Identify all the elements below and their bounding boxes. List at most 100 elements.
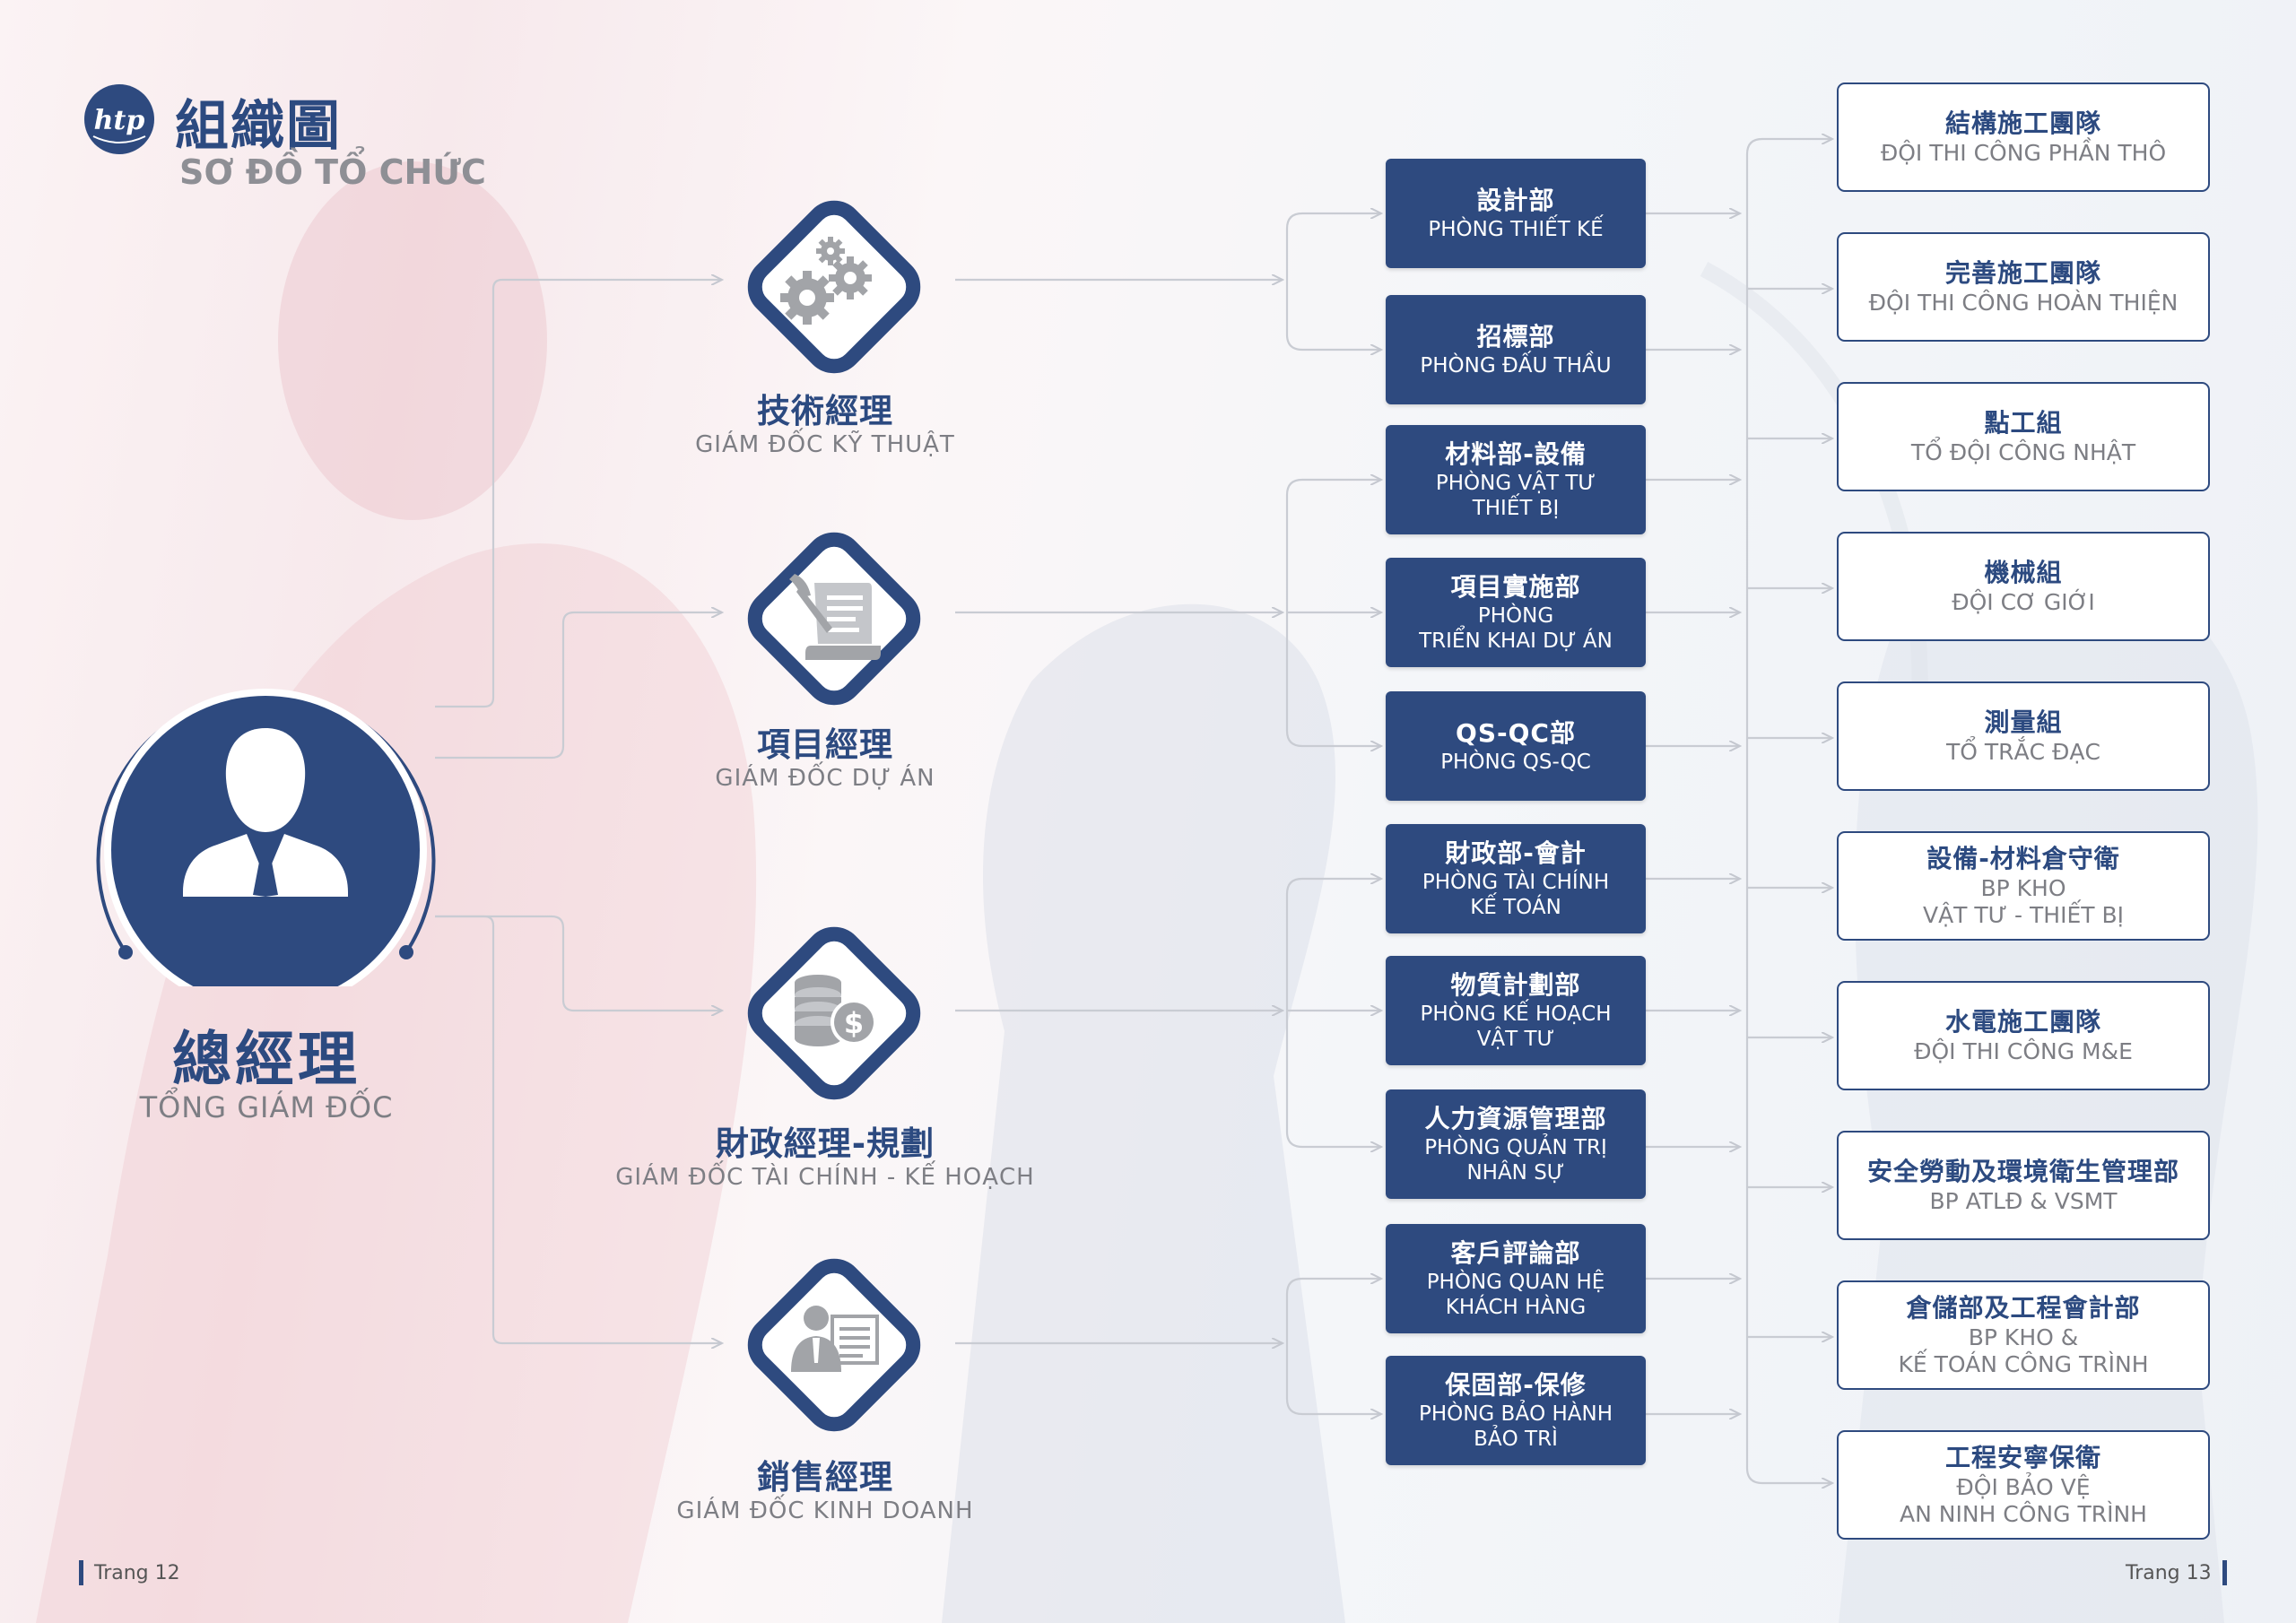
page-marker-bar xyxy=(79,1560,83,1585)
businessman-card-icon xyxy=(791,1306,879,1372)
gears-icon xyxy=(780,237,872,325)
dept-name-zh: 項目實施部 xyxy=(1450,572,1581,602)
director-name-vn: GIÁM ĐỐC KINH DOANH xyxy=(676,1497,974,1524)
dept-name-zh: QS-QC部 xyxy=(1456,718,1576,748)
director-diamond-sales xyxy=(718,1228,951,1462)
team-name-vn: ĐỘI BẢO VỆ xyxy=(1956,1474,2091,1500)
team-name-vn: BP KHO & xyxy=(1968,1324,2079,1350)
htp-logo: htp xyxy=(83,82,156,156)
team-name-vn: ĐỘI CƠ GIỚI xyxy=(1952,589,2095,615)
dept-name-vn-line2: NHÂN SỰ xyxy=(1466,1161,1565,1185)
coins-dollar-icon: $ xyxy=(795,975,877,1046)
dept-box: QS-QC部 PHÒNG QS-QC xyxy=(1386,691,1646,801)
team-name-vn: ĐỘI THI CÔNG HOÀN THIỆN xyxy=(1868,290,2179,316)
team-box: 完善施工團隊 ĐỘI THI CÔNG HOÀN THIỆN xyxy=(1837,232,2210,342)
team-name-vn-line2: AN NINH CÔNG TRÌNH xyxy=(1900,1501,2147,1527)
director-name-vn: GIÁM ĐỐC DỰ ÁN xyxy=(715,765,935,792)
dept-name-vn-line2: TRIỂN KHAI DỰ ÁN xyxy=(1419,629,1613,653)
team-box: 工程安寧保衛 ĐỘI BẢO VỆ AN NINH CÔNG TRÌNH xyxy=(1837,1430,2210,1540)
dept-box: 材料部-設備 PHÒNG VẬT TƯ THIẾT BỊ xyxy=(1386,425,1646,534)
dept-name-vn: PHÒNG xyxy=(1477,604,1554,628)
page-title-zh: 組織圖 xyxy=(175,95,342,158)
page-title-vn: SƠ ĐỒ TỔ CHỨC xyxy=(179,152,486,192)
dept-name-vn-line2: VẬT TƯ xyxy=(1476,1028,1555,1051)
dept-name-zh: 客戶評論部 xyxy=(1450,1238,1581,1268)
dept-box: 項目實施部 PHÒNG TRIỂN KHAI DỰ ÁN xyxy=(1386,558,1646,667)
team-box: 結構施工團隊 ĐỘI THI CÔNG PHẦN THÔ xyxy=(1837,82,2210,192)
director-name-vn: GIÁM ĐỐC KỸ THUẬT xyxy=(695,431,955,458)
ceo-name-vn: TỔNG GIÁM ĐỐC xyxy=(139,1090,394,1124)
page-number-right-text: Trang 13 xyxy=(2126,1561,2212,1584)
dept-name-vn: PHÒNG ĐẤU THẦU xyxy=(1420,354,1612,378)
dept-name-vn-line2: KHÁCH HÀNG xyxy=(1445,1296,1587,1319)
person-icon xyxy=(183,728,348,897)
dept-name-vn: PHÒNG BẢO HÀNH xyxy=(1418,1402,1613,1426)
team-name-zh: 機械組 xyxy=(1984,558,2063,587)
director-name-vn: GIÁM ĐỐC TÀI CHÍNH - KẾ HOẠCH xyxy=(615,1164,1035,1191)
dept-name-zh: 設計部 xyxy=(1476,186,1555,215)
director-name-zh: 財政經理-規劃 xyxy=(715,1124,935,1163)
dept-box: 客戶評論部 PHÒNG QUAN HỆ KHÁCH HÀNG xyxy=(1386,1224,1646,1333)
dept-box: 人力資源管理部 PHÒNG QUẢN TRỊ NHÂN SỰ xyxy=(1386,1089,1646,1199)
team-name-zh: 設備-材料倉守衛 xyxy=(1926,844,2120,873)
team-name-vn: TỔ ĐỘI CÔNG NHẬT xyxy=(1910,439,2136,465)
page-number-left-text: Trang 12 xyxy=(94,1561,180,1584)
team-name-vn-line2: KẾ TOÁN CÔNG TRÌNH xyxy=(1898,1351,2149,1377)
director-name-zh: 銷售經理 xyxy=(757,1458,893,1497)
dept-name-vn: PHÒNG VẬT TƯ xyxy=(1435,472,1596,495)
team-name-zh: 完善施工團隊 xyxy=(1944,258,2101,288)
document-quill-icon xyxy=(789,574,881,660)
dept-name-zh: 保固部-保修 xyxy=(1445,1370,1587,1400)
page-marker-bar xyxy=(2222,1560,2227,1585)
ceo-node xyxy=(63,610,466,1011)
team-name-zh: 倉儲部及工程會計部 xyxy=(1906,1293,2141,1323)
dept-box: 物質計劃部 PHÒNG KẾ HOẠCH VẬT TƯ xyxy=(1386,956,1646,1065)
dept-name-zh: 招標部 xyxy=(1476,322,1555,352)
dept-name-vn: PHÒNG KẾ HOẠCH xyxy=(1420,1002,1612,1026)
director-diamond-finance: $ xyxy=(718,897,951,1130)
ceo-name-zh: 總經理 xyxy=(172,1025,361,1094)
dept-name-vn: PHÒNG TÀI CHÍNH xyxy=(1422,871,1610,894)
dept-name-vn: PHÒNG QUẢN TRỊ xyxy=(1424,1136,1607,1159)
director-name-zh: 項目經理 xyxy=(757,725,893,764)
team-name-zh: 安全勞動及環境衛生管理部 xyxy=(1866,1157,2179,1186)
dept-name-vn-line2: BẢO TRÌ xyxy=(1474,1428,1558,1451)
page-number-right: Trang 13 xyxy=(2126,1560,2227,1585)
director-diamond-technical xyxy=(718,170,951,404)
team-name-zh: 水電施工團隊 xyxy=(1944,1007,2101,1037)
dept-box: 財政部-會計 PHÒNG TÀI CHÍNH KẾ TOÁN xyxy=(1386,824,1646,933)
team-box: 水電施工團隊 ĐỘI THI CÔNG M&E xyxy=(1837,981,2210,1090)
team-name-zh: 工程安寧保衛 xyxy=(1944,1443,2101,1472)
team-box: 點工組 TỔ ĐỘI CÔNG NHẬT xyxy=(1837,382,2210,491)
team-box: 安全勞動及環境衛生管理部 BP ATLĐ & VSMT xyxy=(1837,1131,2210,1240)
dept-name-vn-line2: THIẾT BỊ xyxy=(1472,497,1560,520)
dept-name-vn-line2: KẾ TOÁN xyxy=(1470,896,1561,919)
dept-name-vn: PHÒNG QUAN HỆ xyxy=(1426,1271,1605,1294)
team-box: 機械組 ĐỘI CƠ GIỚI xyxy=(1837,532,2210,641)
team-name-zh: 測量組 xyxy=(1984,707,2063,737)
team-name-vn: BP ATLĐ & VSMT xyxy=(1929,1188,2118,1214)
team-name-zh: 點工組 xyxy=(1984,408,2063,438)
team-box: 測量組 TỔ TRẮC ĐẠC xyxy=(1837,681,2210,791)
logo-text: htp xyxy=(94,105,145,136)
dept-box: 招標部 PHÒNG ĐẤU THẦU xyxy=(1386,295,1646,404)
director-name-zh: 技術經理 xyxy=(757,392,893,430)
dept-name-vn: PHÒNG QS-QC xyxy=(1440,751,1591,774)
team-name-zh: 結構施工團隊 xyxy=(1944,108,2101,138)
team-box: 倉儲部及工程會計部 BP KHO & KẾ TOÁN CÔNG TRÌNH xyxy=(1837,1280,2210,1390)
director-diamond-project xyxy=(718,502,951,735)
team-name-vn: ĐỘI THI CÔNG PHẦN THÔ xyxy=(1880,140,2167,166)
team-box: 設備-材料倉守衛 BP KHO VẬT TƯ - THIẾT BỊ xyxy=(1837,831,2210,941)
team-name-vn: BP KHO xyxy=(1980,875,2066,901)
svg-text:$: $ xyxy=(844,1006,864,1040)
dept-box: 設計部 PHÒNG THIẾT KẾ xyxy=(1386,159,1646,268)
page-number-left: Trang 12 xyxy=(79,1560,180,1585)
dept-name-zh: 財政部-會計 xyxy=(1445,838,1587,868)
dept-name-zh: 物質計劃部 xyxy=(1450,970,1581,1000)
dept-box: 保固部-保修 PHÒNG BẢO HÀNH BẢO TRÌ xyxy=(1386,1356,1646,1465)
team-name-vn: ĐỘI THI CÔNG M&E xyxy=(1914,1038,2133,1064)
team-name-vn-line2: VẬT TƯ - THIẾT BỊ xyxy=(1922,902,2125,928)
dept-name-vn: PHÒNG THIẾT KẾ xyxy=(1428,218,1604,241)
